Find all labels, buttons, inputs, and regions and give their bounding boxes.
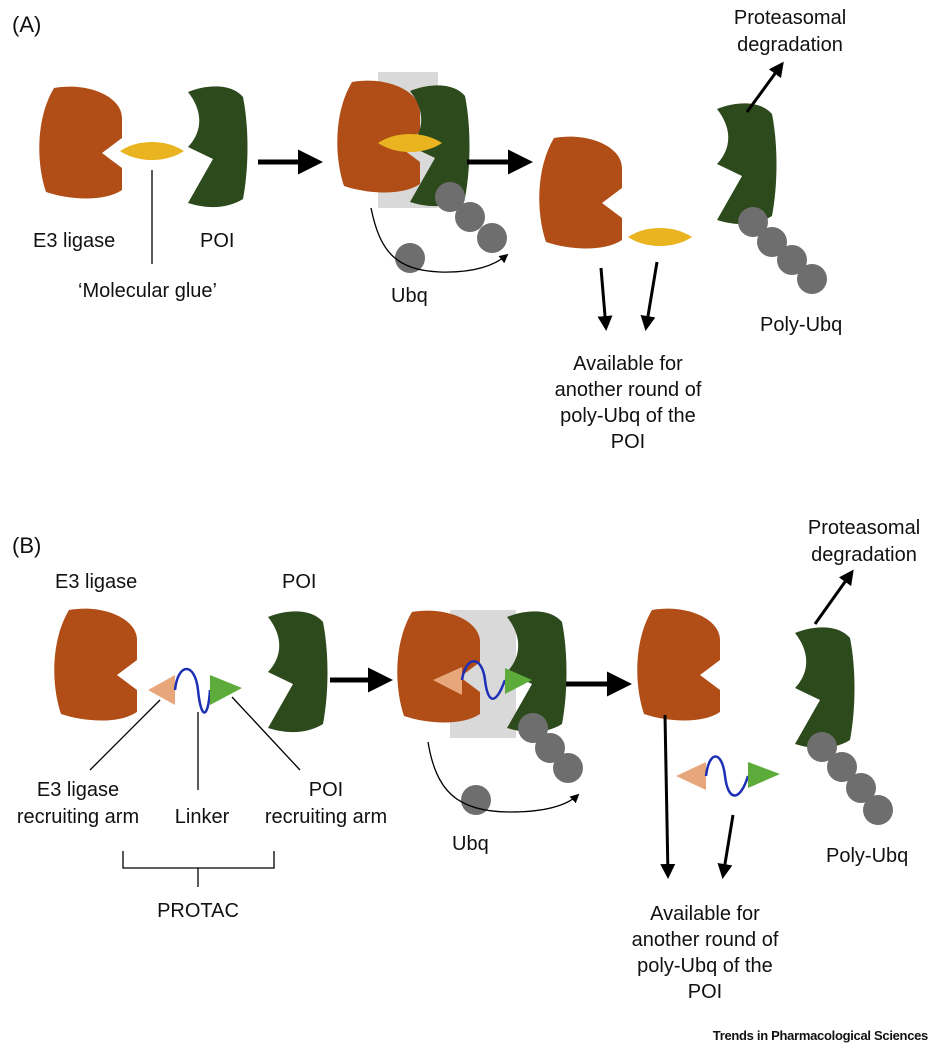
ubq-bead [807, 732, 837, 762]
poi-label: POI [282, 571, 316, 593]
ubq-bead [461, 785, 491, 815]
ubq-bead [777, 245, 807, 275]
panel-b: (B) E3 ligase POI E3 ligase recruiting a… [12, 517, 920, 1003]
degradation-line2: degradation [811, 544, 917, 566]
ubq-bead [738, 207, 768, 237]
protac-shape [676, 755, 780, 797]
available-line3: poly-Ubq of the [637, 955, 773, 977]
available-line2: another round of [555, 379, 702, 401]
protac-shape [148, 668, 242, 714]
molecular-glue-shape [628, 228, 692, 246]
ubq-bead [553, 753, 583, 783]
panel-a-label: (A) [12, 12, 41, 37]
ubq-bead [395, 243, 425, 273]
e3-arm-line2: recruiting arm [17, 806, 139, 828]
poi-arm-line2: recruiting arm [265, 806, 387, 828]
poi-shape [188, 86, 248, 208]
e3-ligase-label: E3 ligase [55, 571, 137, 593]
degradation-line1: Proteasomal [734, 7, 846, 29]
ubq-label: Ubq [452, 833, 489, 855]
poi-label: POI [200, 230, 234, 252]
available-line4: POI [688, 981, 722, 1003]
protac-label: PROTAC [157, 900, 239, 922]
ubq-bead [827, 752, 857, 782]
recycle-arrow-glue [640, 261, 659, 331]
ubq-bead [797, 264, 827, 294]
linker-label: Linker [175, 806, 230, 828]
e3-ligase-shape [637, 608, 720, 721]
ubq-bead [846, 773, 876, 803]
ubq-bead [863, 795, 893, 825]
available-line4: POI [611, 431, 645, 453]
ubq-bead [518, 713, 548, 743]
e3-arm-leader-line [89, 699, 161, 771]
ubq-bead [435, 182, 465, 212]
molecular-glue-label: ‘Molecular glue’ [78, 280, 217, 302]
e3-ligase-label: E3 ligase [33, 230, 115, 252]
degradation-line2: degradation [737, 34, 843, 56]
available-line1: Available for [650, 903, 760, 925]
poi-arm-leader-line [231, 696, 301, 771]
poly-ubq-label: Poly-Ubq [826, 845, 908, 867]
ubq-bead [455, 202, 485, 232]
ubq-bead [757, 227, 787, 257]
recycle-arrow-e3 [660, 714, 676, 879]
ubq-bead [477, 223, 507, 253]
ubq-bead [535, 733, 565, 763]
e3-ligase-shape [39, 86, 122, 199]
ubiquitin-transfer-arrow [370, 207, 509, 273]
poi-arm-line1: POI [309, 779, 343, 801]
poi-shape [268, 611, 328, 733]
ubiquitin-transfer-arrow [427, 741, 580, 813]
e3-arm-line1: E3 ligase [37, 779, 119, 801]
protac-shape [433, 660, 532, 700]
poi-shape [795, 627, 855, 749]
e3-ligase-shape [54, 608, 137, 721]
poly-ubq-label: Poly-Ubq [760, 314, 842, 336]
available-line3: poly-Ubq of the [560, 405, 696, 427]
journal-credit: Trends in Pharmacological Sciences [713, 1028, 928, 1043]
protac-bracket [122, 851, 275, 869]
ubq-label: Ubq [391, 285, 428, 307]
e3-ligase-shape [539, 136, 622, 249]
poi-shape [717, 103, 777, 225]
panel-a: (A) E3 ligase POI ‘Molecular glue’ Ubq P… [12, 7, 846, 453]
recycle-arrow-e3 [597, 267, 613, 331]
degradation-arrow [813, 569, 854, 625]
degradation-line1: Proteasomal [808, 517, 920, 539]
available-line2: another round of [632, 929, 779, 951]
available-line1: Available for [573, 353, 683, 375]
degradation-arrow [745, 61, 784, 113]
recycle-arrow-protac [717, 814, 735, 879]
panel-b-label: (B) [12, 533, 41, 558]
molecular-glue-shape [120, 142, 184, 160]
